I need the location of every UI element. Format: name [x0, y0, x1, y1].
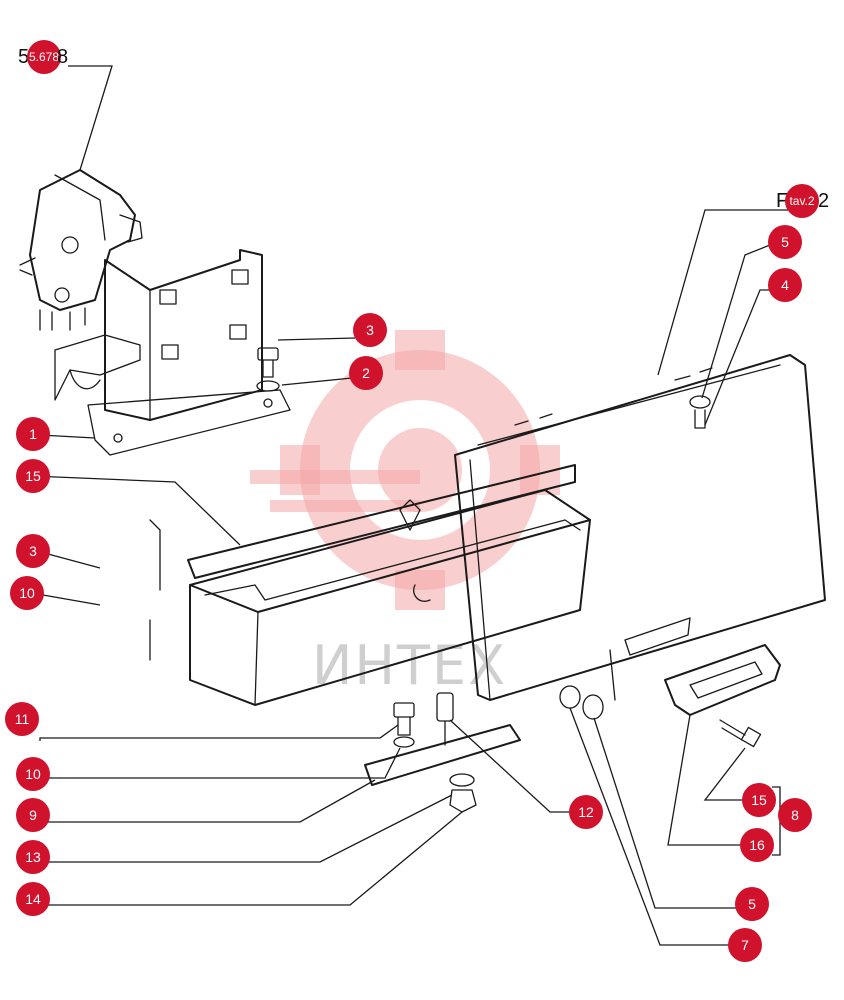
- bracket-part-1: [54, 249, 291, 456]
- callout: 7: [728, 928, 762, 962]
- svg-text:2: 2: [818, 190, 829, 212]
- svg-text:5.678: 5.678: [29, 50, 59, 64]
- callout: 1: [16, 417, 50, 451]
- svg-text:2: 2: [362, 365, 370, 381]
- svg-text:15: 15: [751, 792, 767, 808]
- lid-panel: [454, 354, 826, 701]
- nut-washer-lower: [559, 685, 604, 720]
- svg-text:8: 8: [57, 46, 68, 68]
- svg-text:11: 11: [15, 711, 30, 727]
- svg-text:5: 5: [748, 896, 756, 912]
- svg-text:10: 10: [19, 585, 35, 601]
- screw-right: [719, 719, 762, 748]
- callout: 2: [349, 356, 383, 390]
- svg-text:5: 5: [781, 234, 789, 250]
- callout: 3: [353, 313, 387, 347]
- svg-text:16: 16: [749, 837, 765, 853]
- callout: 4: [768, 268, 802, 302]
- callout: 3: [16, 534, 50, 568]
- lid-fastener: [689, 395, 711, 429]
- watermark-gear-logo: [250, 330, 560, 610]
- svg-text:1: 1: [29, 426, 37, 442]
- svg-text:14: 14: [25, 891, 41, 907]
- callout: 5: [768, 225, 802, 259]
- svg-text:3: 3: [29, 543, 37, 559]
- svg-text:3: 3: [366, 322, 374, 338]
- handle-part-8: [664, 644, 781, 716]
- callout: 11: [5, 702, 39, 736]
- tool-box: [149, 464, 591, 706]
- bolt-washer-upper: [256, 347, 280, 392]
- svg-text:8: 8: [791, 807, 799, 823]
- svg-text:9: 9: [29, 807, 37, 823]
- svg-text:F: F: [776, 190, 788, 212]
- callout: 15: [742, 783, 776, 817]
- callout: 14: [16, 882, 50, 916]
- svg-text:tav.2: tav.2: [789, 194, 814, 208]
- valve-unit: [19, 169, 143, 331]
- callout: 12: [569, 795, 603, 829]
- latch-assembly: [364, 692, 521, 813]
- callout: 13: [16, 840, 50, 874]
- svg-text:7: 7: [741, 937, 749, 953]
- callout: 9: [16, 798, 50, 832]
- callout: 15: [16, 459, 50, 493]
- svg-text:15: 15: [25, 468, 41, 484]
- ref-label-top-left: 5 5.678 8: [18, 40, 68, 74]
- ref-label-top-right: F tav.2 2: [776, 184, 829, 218]
- callout: 5: [735, 887, 769, 921]
- svg-text:12: 12: [578, 804, 594, 820]
- callout: 10: [10, 576, 44, 610]
- svg-text:13: 13: [25, 849, 41, 865]
- svg-text:10: 10: [25, 766, 41, 782]
- callout: 16: [740, 828, 774, 862]
- svg-text:4: 4: [781, 277, 789, 293]
- leader-lines: [31, 65, 805, 946]
- callout: 10: [16, 757, 50, 791]
- callout: 8: [778, 798, 812, 832]
- svg-text:5: 5: [18, 46, 29, 68]
